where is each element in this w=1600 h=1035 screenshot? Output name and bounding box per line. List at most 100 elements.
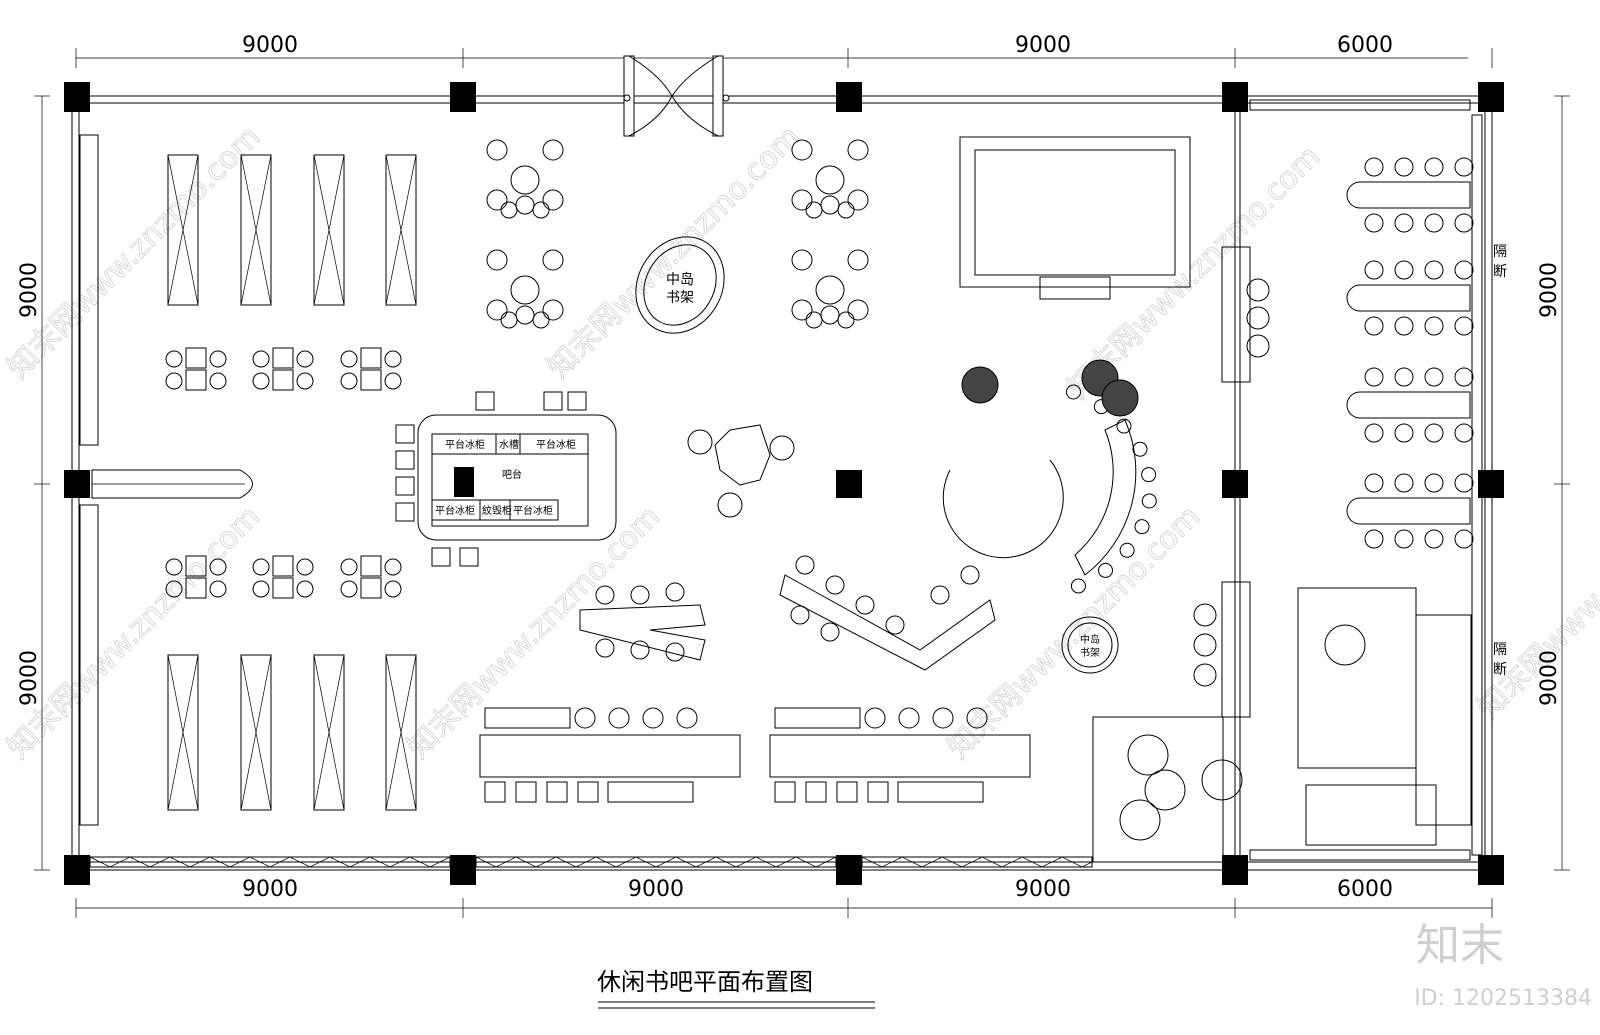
chair	[475, 391, 495, 411]
chair	[1394, 473, 1414, 493]
chair	[1394, 260, 1414, 280]
chair	[1364, 473, 1384, 493]
chair	[837, 311, 855, 329]
tree	[961, 366, 999, 404]
chair	[574, 707, 596, 729]
chair	[395, 450, 415, 470]
dim-left-2: 9000	[17, 650, 42, 706]
chair	[774, 781, 796, 803]
stool	[820, 622, 840, 642]
chair	[340, 580, 358, 598]
chair	[209, 558, 227, 576]
chair	[484, 781, 506, 803]
chair	[1424, 316, 1444, 336]
chair	[805, 201, 823, 219]
stool	[795, 555, 815, 575]
bookshelves-left-top	[167, 154, 417, 306]
chair	[864, 707, 886, 729]
chair	[1364, 157, 1384, 177]
plan-title: 休闲书吧平面布置图	[597, 968, 813, 996]
bookshelves-left-bottom	[167, 654, 417, 811]
entrance-door	[623, 55, 730, 137]
chair	[791, 299, 813, 321]
chair	[1394, 213, 1414, 233]
bottom-shelf-strip	[89, 856, 1093, 868]
stool	[1141, 467, 1157, 483]
dim-right-1: 9000	[1537, 262, 1562, 318]
right-oval-tables	[1346, 181, 1471, 525]
left-middle-shelf	[91, 469, 253, 499]
chair	[546, 781, 568, 803]
fridge-label-4: 平台冰柜	[513, 504, 553, 517]
chair	[1394, 529, 1414, 549]
long-tables-bottom	[479, 707, 1031, 803]
chair	[459, 547, 479, 567]
right-wall-planters	[1249, 99, 1483, 861]
chair	[384, 580, 402, 598]
chair	[805, 781, 827, 803]
lounge-sofa-area	[959, 136, 1191, 300]
chair	[1364, 260, 1384, 280]
curved-reading-desk	[942, 419, 1137, 576]
chair	[1454, 213, 1474, 233]
partition-label-1b: 断	[1493, 264, 1507, 280]
stool	[1246, 278, 1270, 302]
chair	[1454, 260, 1474, 280]
dim-bottom-1: 9000	[242, 877, 298, 902]
stool	[1066, 384, 1082, 400]
left-wall-counter	[79, 134, 99, 826]
chair	[847, 299, 869, 321]
chair	[252, 350, 270, 368]
chair	[486, 299, 508, 321]
chair	[500, 311, 518, 329]
stool	[825, 575, 845, 595]
chair	[676, 707, 698, 729]
chair	[642, 707, 664, 729]
chair	[209, 580, 227, 598]
chair	[542, 249, 564, 271]
partition-label-1a: 隔	[1493, 244, 1507, 260]
island-shelf-label-bottom-1: 中岛	[1080, 633, 1100, 646]
chair	[1424, 213, 1444, 233]
dim-left-1: 9000	[17, 262, 42, 318]
chair	[532, 311, 550, 329]
armchair	[1201, 759, 1243, 801]
stool	[1193, 603, 1217, 627]
bar-label: 吧台	[502, 468, 522, 481]
chair	[1364, 213, 1384, 233]
chair	[395, 476, 415, 496]
partition-label-2b: 断	[1493, 662, 1507, 678]
chair	[252, 558, 270, 576]
chair	[1454, 473, 1474, 493]
chair	[608, 707, 630, 729]
stool	[1116, 418, 1132, 434]
chair	[486, 249, 508, 271]
fridge-label-2: 平台冰柜	[536, 438, 576, 451]
chair	[1364, 316, 1384, 336]
island-shelf-top	[635, 236, 725, 334]
stool	[930, 585, 950, 605]
stool	[595, 585, 615, 605]
stool	[1119, 542, 1135, 558]
chair	[486, 189, 508, 211]
chair	[542, 139, 564, 161]
chair	[1424, 423, 1444, 443]
chair	[1424, 157, 1444, 177]
partition-label-2a: 隔	[1493, 642, 1507, 658]
chair	[486, 139, 508, 161]
chair	[1454, 157, 1474, 177]
chair	[296, 372, 314, 390]
chair	[791, 139, 813, 161]
watermark-diagonal: 知末网www.znzmo.com	[941, 499, 1207, 765]
stool	[1246, 334, 1270, 358]
chair	[340, 350, 358, 368]
chair	[209, 372, 227, 390]
chair	[805, 311, 823, 329]
chair	[1364, 423, 1384, 443]
chair	[1454, 316, 1474, 336]
stool	[1132, 441, 1148, 457]
stool	[630, 585, 650, 605]
stool	[790, 605, 810, 625]
round-table-sets-top	[510, 165, 845, 325]
